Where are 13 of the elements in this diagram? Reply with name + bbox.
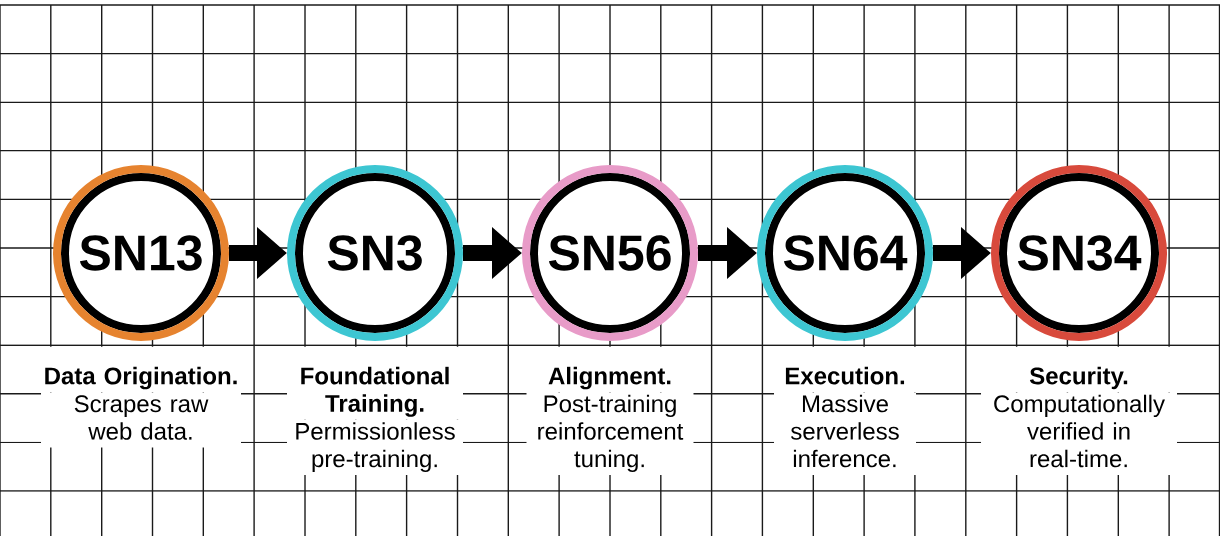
caption-text: Massive serverless inference. (774, 392, 916, 476)
node-label: SN34 (1017, 235, 1142, 271)
caption-heading: Foundational Training. (287, 346, 463, 420)
node-label: SN64 (783, 235, 908, 271)
node-label: SN13 (79, 235, 202, 271)
caption-heading: Data Origination. (41, 346, 241, 393)
caption-heading: Execution. (774, 346, 916, 393)
node-label: SN3 (327, 235, 422, 271)
caption-text: Post-training reinforcement tuning. (526, 392, 694, 476)
node-label: SN56 (548, 235, 671, 271)
caption-text: Scrapes raw web data. (41, 392, 241, 448)
caption-text: Computationally verified in real-time. (981, 392, 1177, 476)
caption-text: Permissionless pre-training. (287, 420, 463, 476)
